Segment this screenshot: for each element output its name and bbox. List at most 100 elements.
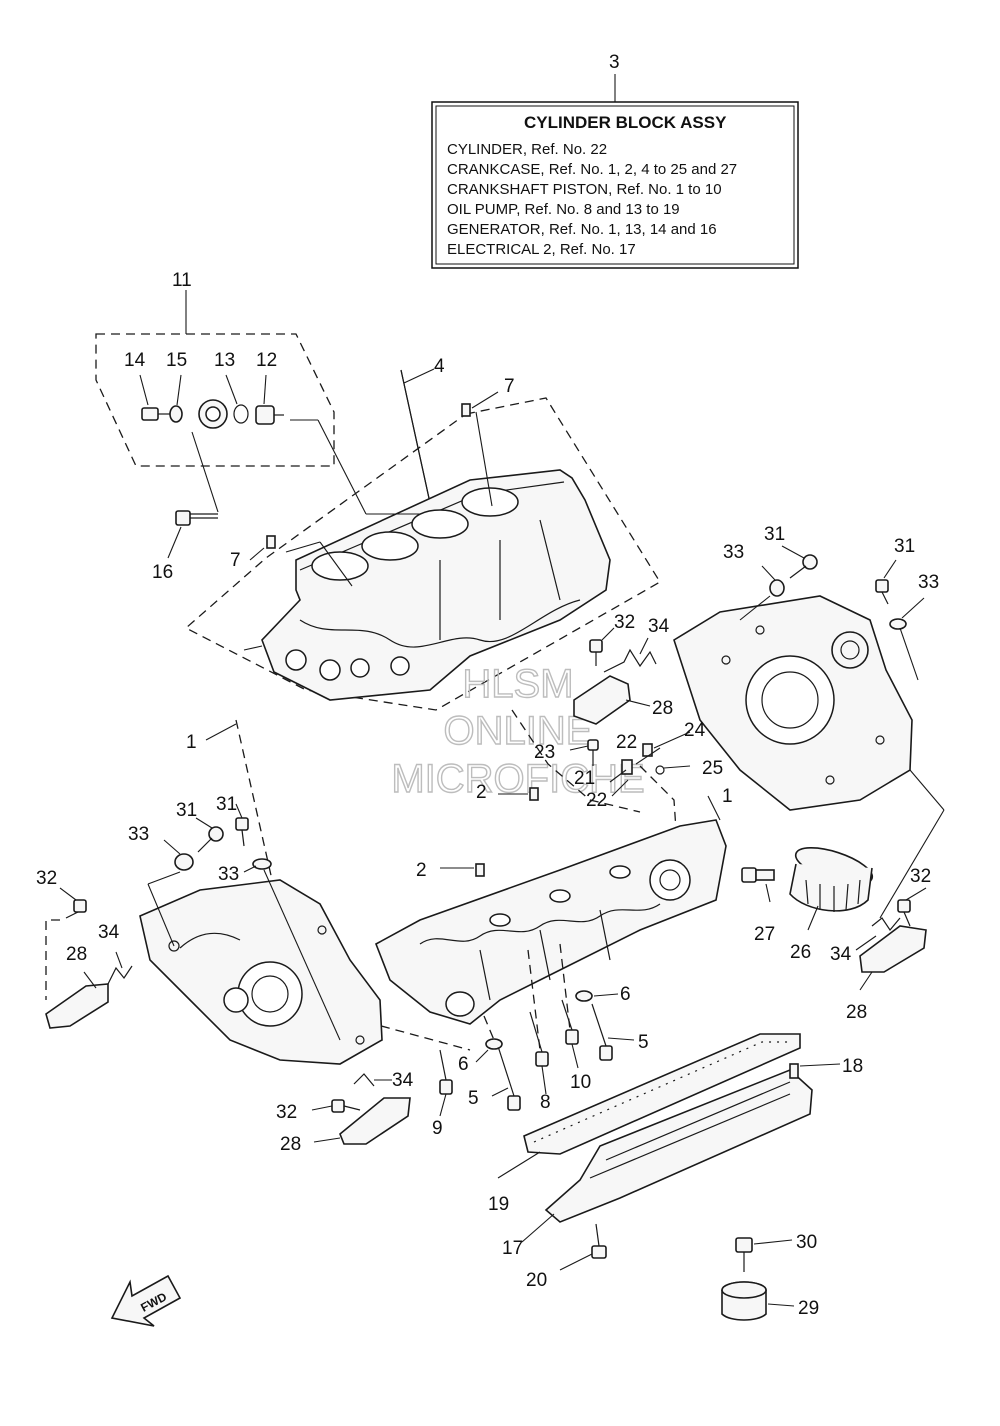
washer-part[interactable] <box>252 858 272 870</box>
bolt-part[interactable] <box>439 1049 453 1095</box>
callout-28[interactable]: 28 <box>280 1134 301 1155</box>
breather-cover-part[interactable] <box>45 983 109 1029</box>
o-ring-part[interactable] <box>233 404 249 424</box>
union-bolt-part[interactable] <box>741 867 775 883</box>
callout-22[interactable]: 22 <box>616 732 637 753</box>
callout-3[interactable]: 3 <box>609 52 620 73</box>
breather-cover-part[interactable] <box>859 925 927 973</box>
callout-33[interactable]: 33 <box>218 864 239 885</box>
o-ring-part[interactable] <box>655 765 665 775</box>
dowel-pin-part[interactable] <box>461 403 471 417</box>
callout-7[interactable]: 7 <box>230 550 241 571</box>
callout-7[interactable]: 7 <box>504 376 515 397</box>
breather-hose-part[interactable] <box>353 1073 375 1087</box>
callout-22[interactable]: 22 <box>586 790 607 811</box>
dowel-pin-part[interactable] <box>266 535 276 549</box>
bolt-part[interactable] <box>897 899 911 927</box>
callout-33[interactable]: 33 <box>918 572 939 593</box>
callout-14[interactable]: 14 <box>124 350 146 371</box>
stud-bolt-part[interactable] <box>400 369 433 513</box>
callout-1[interactable]: 1 <box>186 732 197 753</box>
bolt-part[interactable] <box>175 510 218 526</box>
oil-pan-gasket-part[interactable] <box>523 1033 801 1155</box>
callout-31[interactable]: 31 <box>764 524 785 545</box>
callout-17[interactable]: 17 <box>502 1238 523 1259</box>
callout-2[interactable]: 2 <box>476 782 487 803</box>
callout-34[interactable]: 34 <box>98 922 120 943</box>
breather-cover-part[interactable] <box>573 675 631 725</box>
callout-32[interactable]: 32 <box>614 612 635 633</box>
callout-21[interactable]: 21 <box>574 768 595 789</box>
bolt-part[interactable] <box>875 579 889 605</box>
callout-33[interactable]: 33 <box>723 542 744 563</box>
breather-hose-part[interactable] <box>107 965 133 985</box>
dowel-pin-part[interactable] <box>475 863 485 877</box>
callout-31[interactable]: 31 <box>894 536 915 557</box>
callout-6[interactable]: 6 <box>620 984 631 1005</box>
callout-32[interactable]: 32 <box>36 868 57 889</box>
callout-1[interactable]: 1 <box>722 786 733 807</box>
bolt-part[interactable] <box>789 554 818 579</box>
breather-cover-part[interactable] <box>339 1097 411 1145</box>
washer-part[interactable] <box>485 1038 503 1050</box>
callout-31[interactable]: 31 <box>216 794 237 815</box>
callout-34[interactable]: 34 <box>392 1070 414 1091</box>
upper-crankcase-part[interactable] <box>261 469 611 701</box>
bolt-part[interactable] <box>141 407 170 421</box>
callout-5[interactable]: 5 <box>468 1088 479 1109</box>
callout-32[interactable]: 32 <box>276 1102 297 1123</box>
callout-28[interactable]: 28 <box>652 698 673 719</box>
bolt-part[interactable] <box>65 899 87 919</box>
bolt-part[interactable] <box>495 1039 521 1111</box>
drain-bolt-part[interactable] <box>591 1223 607 1259</box>
callout-16[interactable]: 16 <box>152 562 173 583</box>
callout-4[interactable]: 4 <box>434 356 445 377</box>
callout-31[interactable]: 31 <box>176 800 197 821</box>
plug-part[interactable] <box>255 405 284 425</box>
oil-pan-part[interactable] <box>544 1069 813 1223</box>
rubber-mount-part[interactable] <box>721 1281 767 1321</box>
callout-32[interactable]: 32 <box>910 866 931 887</box>
callout-20[interactable]: 20 <box>526 1270 547 1291</box>
bolt-part[interactable] <box>735 1237 753 1272</box>
callout-33[interactable]: 33 <box>128 824 149 845</box>
callout-13[interactable]: 13 <box>214 350 235 371</box>
dowel-pin-part[interactable] <box>789 1063 799 1079</box>
washer-part[interactable] <box>575 990 593 1002</box>
bolt-part[interactable] <box>235 817 249 847</box>
generator-cover-part[interactable] <box>673 595 913 811</box>
callout-5[interactable]: 5 <box>638 1032 649 1053</box>
callout-30[interactable]: 30 <box>796 1232 817 1253</box>
callout-10[interactable]: 10 <box>570 1072 591 1093</box>
callout-6[interactable]: 6 <box>458 1054 469 1075</box>
oil-pump-housing-part[interactable] <box>198 399 228 429</box>
bolt-part[interactable] <box>589 639 603 666</box>
oil-filter-part[interactable] <box>789 840 876 912</box>
callout-34[interactable]: 34 <box>830 944 852 965</box>
callout-11[interactable]: 11 <box>172 270 192 291</box>
bolt-part[interactable] <box>561 999 579 1045</box>
callout-25[interactable]: 25 <box>702 758 723 779</box>
bolt-part[interactable] <box>587 739 599 766</box>
callout-28[interactable]: 28 <box>66 944 87 965</box>
washer-part[interactable] <box>169 405 183 423</box>
callout-27[interactable]: 27 <box>754 924 775 945</box>
bolt-part[interactable] <box>197 826 224 853</box>
dowel-pin-part[interactable] <box>621 759 633 775</box>
dowel-pin-part[interactable] <box>529 787 539 801</box>
bolt-part[interactable] <box>591 1003 613 1061</box>
bolt-part[interactable] <box>331 1099 361 1113</box>
lower-crankcase-part[interactable] <box>374 819 727 1025</box>
crankcase-cover-left-part[interactable] <box>139 879 383 1065</box>
washer-part[interactable] <box>889 618 907 630</box>
callout-2[interactable]: 2 <box>416 860 427 881</box>
callout-8[interactable]: 8 <box>540 1092 551 1113</box>
breather-hose-part[interactable] <box>603 648 657 673</box>
callout-26[interactable]: 26 <box>790 942 811 963</box>
bolt-part[interactable] <box>529 1011 549 1067</box>
callout-28[interactable]: 28 <box>846 1002 867 1023</box>
callout-29[interactable]: 29 <box>798 1298 819 1319</box>
callout-23[interactable]: 23 <box>534 742 555 763</box>
callout-19[interactable]: 19 <box>488 1194 509 1215</box>
callout-34[interactable]: 34 <box>648 616 670 637</box>
